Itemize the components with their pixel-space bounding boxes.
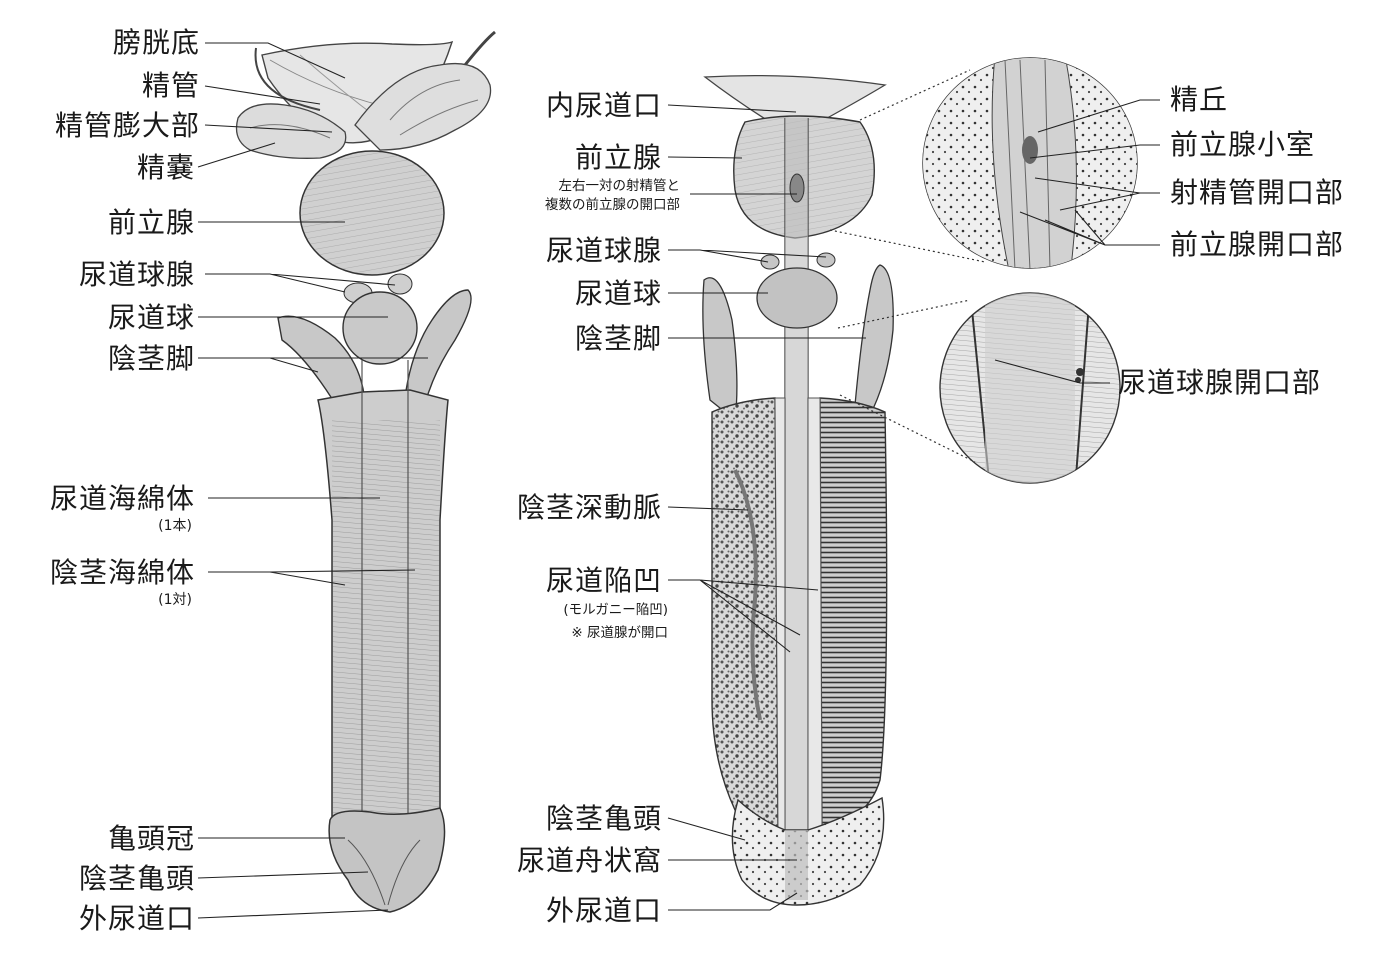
inset-connectors (829, 69, 986, 463)
label-glans-corona: 亀頭冠 (107, 822, 195, 855)
inset-bottom-drawing (939, 292, 1121, 484)
label-ampulla: 精管膨大部 (54, 109, 200, 142)
left-figure-drawing (235, 30, 496, 913)
label-external-orifice-right: 外尿道口 (545, 894, 662, 927)
note-lacunae-glands: ※ 尿道腺が開口 (571, 625, 668, 641)
label-seminal-colliculus: 精丘 (1170, 83, 1229, 116)
leader-lines (197, 42, 1160, 919)
label-glans-right: 陰茎亀頭 (545, 802, 662, 835)
label-deep-artery: 陰茎深動脈 (516, 491, 662, 524)
label-ejaculatory-duct-opening: 射精管開口部 (1170, 176, 1345, 209)
label-prostate-right: 前立腺 (574, 141, 662, 174)
inset-top-drawing (922, 57, 1138, 269)
label-crus-right: 陰茎脚 (574, 322, 662, 355)
label-urethral-lacunae: 尿道陥凹 (545, 564, 662, 597)
note-corpus-spongiosum: (1本) (158, 518, 192, 534)
note-lacunae: (モルガニー陥凹) (563, 602, 668, 618)
label-bladder-base: 膀胱底 (112, 26, 200, 59)
label-internal-orifice: 内尿道口 (545, 89, 662, 122)
label-urethral-bulb-left: 尿道球 (107, 301, 195, 334)
label-prostate-left: 前立腺 (107, 206, 195, 239)
label-bulbourethral-right: 尿道球腺 (545, 234, 662, 267)
label-prostatic-duct-opening: 前立腺開口部 (1170, 228, 1345, 261)
note-ducts-line1: 左右一対の射精管と (558, 178, 681, 194)
label-corpus-spongiosum: 尿道海綿体 (49, 482, 195, 515)
label-seminal-vesicle: 精嚢 (136, 151, 195, 184)
label-vas-deferens: 精管 (141, 69, 200, 102)
label-external-orifice-left: 外尿道口 (78, 902, 195, 935)
label-bulbourethral-duct-opening: 尿道球腺開口部 (1118, 366, 1322, 399)
right-figure-drawing (702, 74, 894, 906)
label-glans-left: 陰茎亀頭 (78, 862, 195, 895)
label-urethral-bulb-right: 尿道球 (574, 277, 662, 310)
label-crus-left: 陰茎脚 (107, 342, 195, 375)
label-navicular-fossa: 尿道舟状窩 (516, 844, 662, 877)
label-prostatic-utricle: 前立腺小室 (1170, 128, 1316, 161)
label-corpus-cavernosum: 陰茎海綿体 (49, 556, 195, 589)
note-corpus-cavernosum: (1対) (158, 592, 192, 608)
label-bulbourethral-left: 尿道球腺 (78, 258, 195, 291)
note-ducts-line2: 複数の前立腺の開口部 (545, 197, 680, 213)
